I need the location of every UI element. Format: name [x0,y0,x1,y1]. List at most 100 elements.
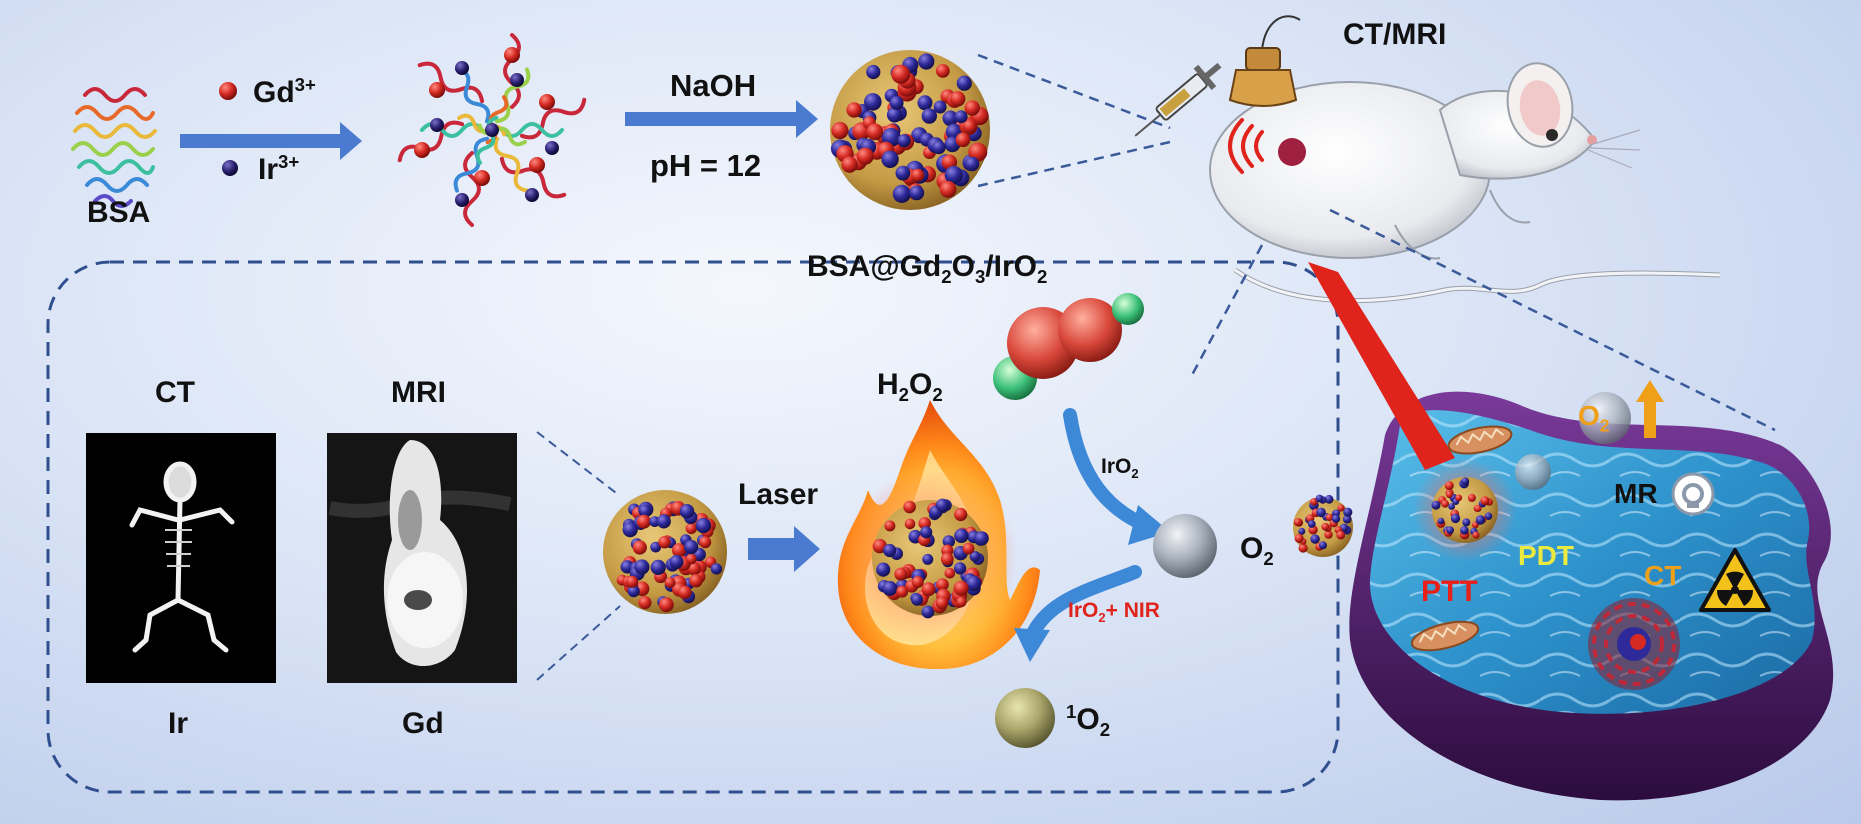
ion-dot [964,100,980,116]
iro2-nir-sub: 2 [1098,610,1106,626]
mri-title: MRI [391,376,446,409]
o2-bubble-cell [1579,392,1631,444]
iro2-nir-label: IrO2+ NIR [1068,600,1160,624]
o2-increase-arrow-icon [1636,380,1664,438]
ion-dot [831,121,849,140]
o2-sub: 2 [1263,548,1274,569]
ion-dot [1462,518,1471,527]
ion-dot [1475,515,1486,525]
mouse-illustration [1209,62,1721,304]
ion-dot [679,504,695,519]
ir-ion-dot [222,160,238,176]
ion-dot [895,165,911,181]
ion-dot [1343,507,1353,517]
ion-dot [954,110,968,124]
ion-dot [1324,530,1333,539]
ion-dot [921,108,937,124]
ion-dot [1321,522,1330,531]
ion-dot [1441,499,1449,508]
ion-dot [1298,527,1306,535]
ion-dot [886,107,903,123]
nanoparticle-in-cell [1413,458,1517,562]
nanoparticle-left [603,490,727,614]
product-label: BSA@Gd2O3/IrO2 [807,252,1047,287]
singlet-sup: 1 [1066,701,1077,722]
ion-dot [1310,498,1318,506]
ion-dot [669,554,684,569]
cell-o2-label: O2 [1578,402,1609,435]
ion-dot [917,95,933,111]
ion-dot [950,91,966,107]
ion-dot [1333,509,1341,517]
gd-element-label: Gd [402,707,444,740]
ion-dot [1325,513,1334,522]
h2o2-part: H [877,368,899,401]
arrow-naoh [625,100,818,138]
ptt-label: PTT [1421,575,1478,608]
ion-dot [856,147,874,165]
ion-dot [932,140,946,155]
arrow-ion-binding [180,122,362,160]
ion-dot [940,552,954,566]
ion-dot [622,522,638,538]
ion-dot [1307,520,1316,528]
ion-dot [935,498,950,512]
ion-dot [1480,496,1490,506]
ion-dot [883,543,897,558]
ion-dot [1324,494,1334,504]
iro2-catalyst-label: IrO2 [1101,456,1139,480]
product-label-part: O [951,250,975,283]
ion-dot [953,580,969,596]
iro2-part: IrO [1101,455,1132,478]
ion-dot [1467,493,1476,502]
ion-dot [685,553,697,565]
ir-element-label: Ir [168,707,189,740]
iro2-nir-part: + NIR [1105,599,1160,622]
product-label-part: /IrO [985,250,1037,283]
ion-dot [658,536,671,549]
product-label-sub: 3 [974,266,986,287]
ph-label: pH = 12 [650,148,762,183]
laser-label: Laser [738,478,819,511]
ion-dot [864,93,882,111]
ion-dot [638,596,652,610]
o2-label: O2 [1240,534,1274,569]
ion-dot [935,596,949,610]
ion-dot [659,597,674,613]
iro2-sub: 2 [1131,466,1139,482]
ion-dot [866,123,884,141]
h2o2-label: H2O2 [877,370,943,405]
ion-dot [634,559,650,575]
ion-dot [935,64,950,78]
ion-dot [1310,534,1320,544]
mitochondrion-bottom [1410,620,1480,652]
ion-dot [896,585,909,598]
ion-dot [921,582,936,597]
arrow-singlet-oxygen [1014,565,1142,662]
ion-dot [882,581,898,596]
ion-dot [636,514,651,529]
ion-dot [876,562,891,577]
h2o2-part: O [909,368,933,401]
ion-dot [955,132,971,148]
ion-dot [1342,514,1352,524]
syringe-icon [1134,62,1222,137]
imaging-mechanism-panel [46,260,1340,794]
ion-dot [699,536,712,549]
ion-dot [884,520,896,532]
ion-dot [974,531,989,546]
singlet-part: O [1076,703,1100,736]
ion-dot [911,168,925,182]
mitochondrion-top [1447,425,1513,455]
ion-dot [650,541,662,553]
ir-ion-label: Ir3+ [258,152,299,185]
ion-dot [627,585,640,598]
ion-dot [1316,507,1326,518]
ion-dot [1293,518,1302,527]
ion-dot [689,574,703,588]
ion-dot [1294,533,1304,543]
ion-dot [922,553,934,565]
ion-dot [632,540,647,555]
